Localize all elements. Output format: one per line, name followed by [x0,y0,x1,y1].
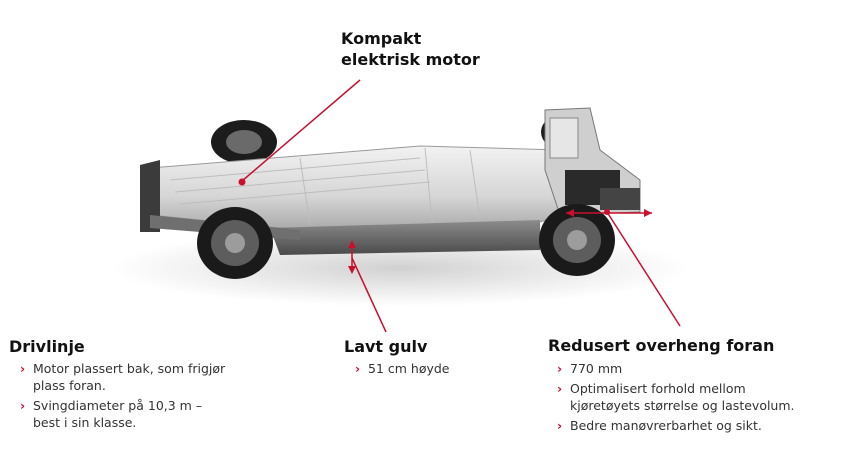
chevron-right-icon: › [20,398,26,413]
motor-leader-line [241,79,361,182]
chevron-right-icon: › [20,361,26,376]
motor-title-line2: elektrisk motor [341,50,480,69]
front-module [544,107,641,216]
floor-arrowhead-up [348,240,356,248]
front-overhang-leader-line [606,211,681,327]
motor-marker-dot [238,178,246,186]
list-item: ›770 mm [557,361,623,376]
motor-title-line1: Kompakt [341,29,422,48]
list-item: ›Motor plassert bak, som frigjør plass f… [20,361,226,393]
chevron-right-icon: › [557,361,563,376]
list-item: ›51 cm høyde [355,361,450,376]
chevron-right-icon: › [557,381,563,396]
chevron-right-icon: › [557,418,563,433]
front-overhang-callout-title: Redusert overheng foran [548,336,775,355]
front-wheel-near [539,204,615,276]
list-item: ›Bedre manøvrerbarhet og sikt. [557,418,762,433]
rear-wheel-far [211,120,277,164]
overhang-arrowhead-right [644,209,652,217]
rear-wheel-near [197,207,273,279]
front-overhang-bullet-list: ›770 mm ›Optimalisert forhold mellom kjø… [557,360,857,437]
low-floor-leader-line [351,257,387,333]
floor-arrowhead-down [348,266,356,274]
battery-skirt [270,220,540,255]
drivline-bullet-list: ›Motor plassert bak, som frigjør plass f… [20,360,250,434]
chevron-right-icon: › [355,361,361,376]
low-floor-bullet-list: ›51 cm høyde [355,360,515,380]
list-item: ›Svingdiameter på 10,3 m – best i sin kl… [20,398,203,430]
overhang-marker-dot [604,209,610,215]
list-item: ›Optimalisert forhold mellom kjøretøyets… [557,381,795,413]
overhang-arrowhead-left [566,209,574,217]
drivline-callout-title: Drivlinje [9,337,85,356]
deck-ridges [169,147,481,226]
frame-rail [140,160,160,232]
motor-callout-title: Kompakt elektrisk motor [341,28,480,70]
low-floor-callout-title: Lavt gulv [344,337,428,356]
